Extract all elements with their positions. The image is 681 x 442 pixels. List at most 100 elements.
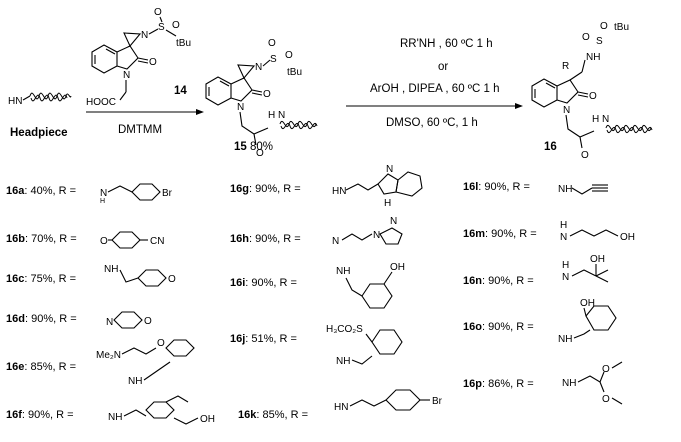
svg-text:16d: 90%, R =: 16d: 90%, R = bbox=[6, 313, 77, 325]
acid-group-14: HOOC bbox=[86, 97, 116, 108]
svg-text:16i: 90%, R =: 16i: 90%, R = bbox=[230, 277, 297, 289]
carbonyl-o-14: O bbox=[149, 57, 157, 68]
dna-wavy-headpiece bbox=[29, 92, 72, 100]
svg-text:OH: OH bbox=[590, 254, 605, 265]
svg-text:O: O bbox=[600, 21, 608, 32]
sulfonamide-nh-16: NH bbox=[586, 52, 600, 63]
entry-16i: 16i: 90%, R = NH OH bbox=[230, 262, 405, 309]
svg-text:NH: NH bbox=[558, 334, 572, 345]
headpiece-atom: HN bbox=[8, 96, 22, 107]
svg-text:H: H bbox=[384, 198, 391, 209]
compound-15-label: 15 bbox=[234, 141, 247, 153]
svg-text:OH: OH bbox=[390, 262, 405, 273]
svg-text:O: O bbox=[144, 316, 152, 327]
dna-wavy-16 bbox=[605, 124, 652, 132]
svg-text:O: O bbox=[157, 338, 165, 349]
svg-text:tBu: tBu bbox=[287, 67, 302, 78]
svg-text:N: N bbox=[386, 164, 393, 175]
svg-text:O: O bbox=[582, 32, 590, 43]
svg-text:NH: NH bbox=[108, 412, 122, 423]
svg-text:CN: CN bbox=[150, 236, 164, 247]
svg-text:OH: OH bbox=[200, 414, 215, 425]
product-16-structure: O R NH S O O tBu N O H N 16 bbox=[531, 21, 653, 161]
svg-text:NH: NH bbox=[104, 264, 118, 275]
tbu-14: tBu bbox=[176, 38, 191, 49]
entry-16k: 16k: 85%, R = HN Br bbox=[238, 389, 443, 421]
condition-line-2: or bbox=[438, 61, 448, 73]
svg-text:N: N bbox=[255, 62, 262, 73]
svg-text:O: O bbox=[168, 274, 176, 285]
svg-text:NH: NH bbox=[336, 356, 350, 367]
condition-line-1: RR'NH , 60 ºC 1 h bbox=[400, 38, 493, 50]
entry-16h: 16h: 90%, R = N N N bbox=[230, 216, 403, 247]
svg-text:N: N bbox=[562, 272, 569, 283]
svg-text:16o: 90%, R =: 16o: 90%, R = bbox=[463, 321, 534, 333]
svg-text:N: N bbox=[106, 317, 113, 328]
svg-text:Br: Br bbox=[432, 396, 443, 407]
svg-text:N: N bbox=[390, 216, 397, 227]
svg-text:16p: 86%, R =: 16p: 86%, R = bbox=[463, 378, 534, 390]
svg-text:OH: OH bbox=[580, 298, 595, 309]
aziridine-14 bbox=[123, 32, 142, 48]
svg-text:O: O bbox=[285, 50, 293, 61]
sulfonyl-s-14: S bbox=[158, 22, 165, 33]
svg-text:16l: 90%, R =: 16l: 90%, R = bbox=[463, 181, 530, 193]
svg-text:16a: 40%, R =: 16a: 40%, R = bbox=[6, 185, 76, 197]
entry-16n: 16n: 90%, R = H N OH bbox=[463, 254, 609, 287]
headpiece-bond bbox=[22, 95, 31, 101]
product-15-structure: O N S O O tBu N O H N 15 80% bbox=[205, 38, 318, 159]
svg-text:16k: 85%, R =: 16k: 85%, R = bbox=[238, 409, 308, 421]
entry-16f: 16f: 90%, R = NH OH bbox=[6, 395, 215, 425]
svg-text:Me₂N: Me₂N bbox=[96, 350, 121, 361]
svg-text:NH: NH bbox=[562, 378, 576, 389]
aziridine-n-14: N bbox=[141, 30, 148, 41]
benzene-ring-15 bbox=[205, 76, 232, 106]
amide-nh-15: H N bbox=[268, 110, 285, 121]
reactant-14-structure: O N S O O tBu N HOOC 14 bbox=[86, 7, 191, 108]
svg-text:O: O bbox=[268, 38, 276, 49]
entry-16b: 16b: 70%, R = O CN bbox=[6, 231, 164, 249]
svg-text:16f: 90%, R =: 16f: 90%, R = bbox=[6, 409, 74, 421]
benzene-ring-16 bbox=[531, 78, 558, 108]
svg-text:S: S bbox=[596, 36, 603, 47]
svg-text:16h: 90%, R =: 16h: 90%, R = bbox=[230, 233, 301, 245]
svg-text:16b: 70%, R =: 16b: 70%, R = bbox=[6, 233, 77, 245]
svg-text:O: O bbox=[581, 150, 589, 161]
svg-text:NH: NH bbox=[128, 376, 142, 387]
svg-text:OH: OH bbox=[620, 232, 635, 243]
svg-text:H: H bbox=[562, 260, 569, 271]
condition-line-3: ArOH , DIPEA , 60 ºC 1 h bbox=[370, 83, 499, 95]
svg-text:16n: 90%, R =: 16n: 90%, R = bbox=[463, 275, 534, 287]
svg-text:O: O bbox=[263, 89, 271, 100]
r-group-16: R bbox=[562, 61, 569, 72]
entry-16p: 16p: 86%, R = NH O O bbox=[463, 361, 623, 405]
svg-text:N: N bbox=[563, 105, 570, 116]
svg-text:16g: 90%, R =: 16g: 90%, R = bbox=[230, 183, 301, 195]
svg-text:O: O bbox=[256, 148, 264, 159]
svg-text:N: N bbox=[332, 236, 339, 247]
svg-text:Br: Br bbox=[162, 188, 173, 199]
tbu-16: tBu bbox=[614, 22, 629, 33]
svg-text:H: H bbox=[560, 220, 567, 231]
svg-text:NH: NH bbox=[336, 266, 350, 277]
svg-text:N: N bbox=[373, 230, 380, 241]
svg-text:O: O bbox=[602, 364, 610, 375]
entry-16o: 16o: 90%, R = OH NH bbox=[463, 298, 617, 345]
entry-16d: 16d: 90%, R = N O bbox=[6, 311, 152, 329]
svg-text:O: O bbox=[100, 236, 108, 247]
svg-text:16c: 75%, R =: 16c: 75%, R = bbox=[6, 273, 76, 285]
svg-text:H₃CO₂S: H₃CO₂S bbox=[326, 324, 363, 335]
svg-text:HN: HN bbox=[334, 402, 348, 413]
compound-16-label: 16 bbox=[544, 141, 557, 153]
headpiece-structure: HN Headpiece bbox=[8, 92, 72, 139]
svg-text:16e: 85%, R =: 16e: 85%, R = bbox=[6, 361, 76, 373]
headpiece-label: Headpiece bbox=[10, 127, 68, 139]
svg-text:O: O bbox=[602, 394, 610, 405]
dna-wavy-headpiece-2 bbox=[30, 94, 68, 102]
svg-text:O: O bbox=[172, 20, 180, 31]
svg-text:H: H bbox=[100, 198, 105, 205]
svg-text:N: N bbox=[237, 102, 244, 113]
svg-text:16j: 51%, R =: 16j: 51%, R = bbox=[230, 333, 297, 345]
svg-text:N: N bbox=[100, 188, 107, 199]
